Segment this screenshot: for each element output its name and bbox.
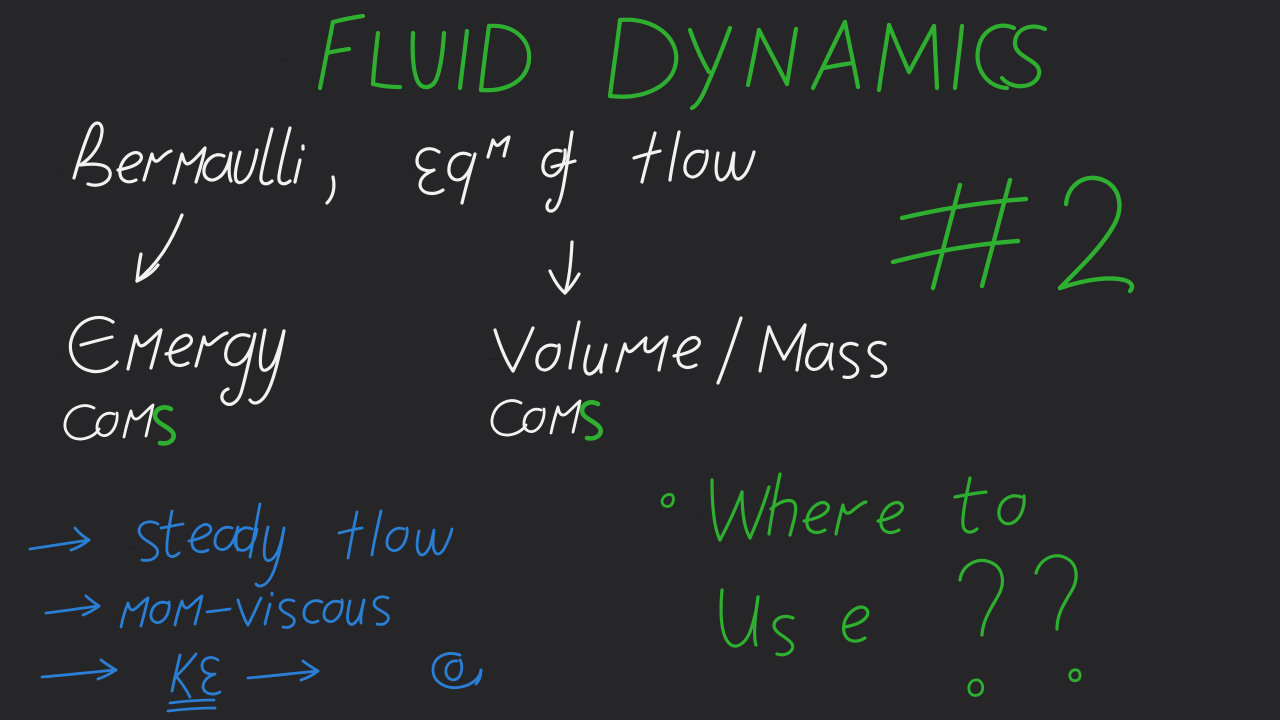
bernoulli-heading: [55, 118, 355, 208]
branch-volume-mass-cons: [485, 305, 905, 450]
eqn-of-flow-heading: [410, 118, 780, 218]
down-arrow-icon: [548, 240, 581, 295]
lecture-title: [270, 8, 1060, 108]
page-number-badge: [880, 165, 1150, 305]
down-left-arrow-icon: [135, 213, 184, 283]
conditions-list: [25, 505, 495, 715]
branch-energy-cons: [55, 305, 315, 450]
where-to-use-question: [655, 460, 1095, 710]
